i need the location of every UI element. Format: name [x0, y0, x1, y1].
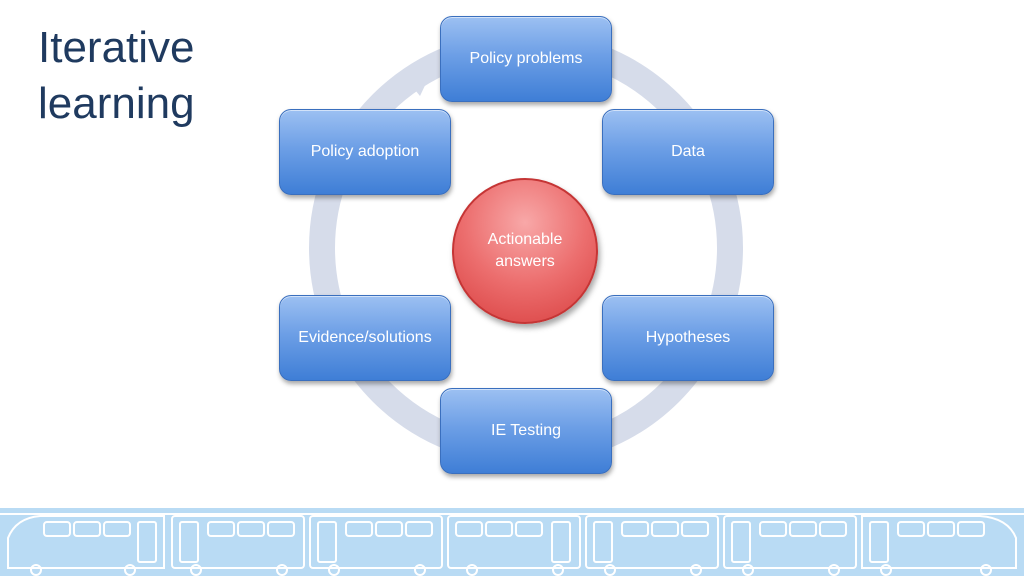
node-data: Data [602, 109, 774, 195]
node-evidence-solutions: Evidence/solutions [279, 295, 451, 381]
train-banner [0, 508, 1024, 576]
node-ie-testing: IE Testing [440, 388, 612, 474]
cycle-arrow-icon [402, 58, 438, 96]
node-policy-adoption: Policy adoption [279, 109, 451, 195]
center-circle: Actionable answers [452, 178, 598, 324]
slide-title: Iterative learning [38, 20, 195, 132]
train-illustration [0, 513, 1024, 576]
slide-title-line-1: Iterative [38, 23, 195, 72]
node-hypotheses: Hypotheses [602, 295, 774, 381]
node-policy-problems: Policy problems [440, 16, 612, 102]
center-label: Actionable answers [487, 231, 563, 270]
slide-title-line-2: learning [38, 79, 195, 128]
